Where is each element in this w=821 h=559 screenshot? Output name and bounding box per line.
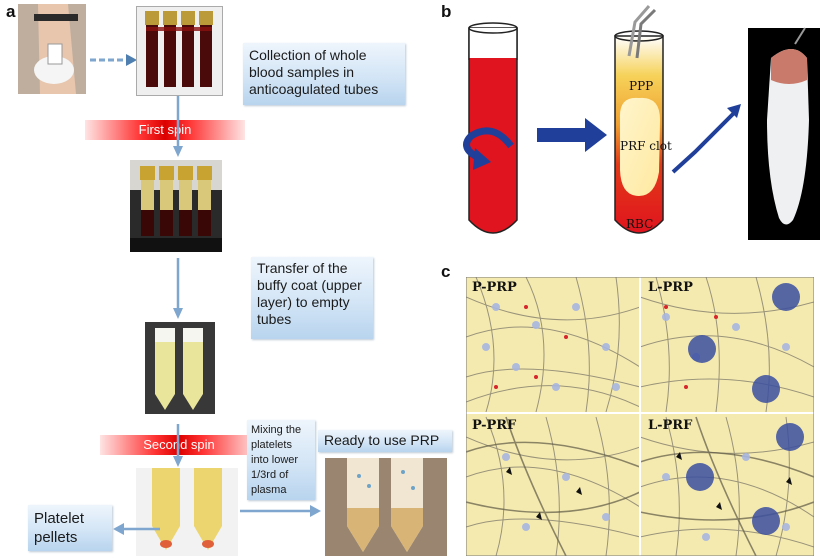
prf-clot-label: PRF clot [620,139,672,153]
first-spin-label: First spin [85,120,245,140]
panel-letter-a: a [6,2,16,21]
arrow-clot-to-photo [671,110,737,174]
arrow-down-1 [173,96,183,157]
arrow-to-pellets [113,523,160,535]
prf-clot-shape [619,97,661,196]
label-l-prf: L-PRF [648,418,693,433]
prp-prf-illustration: P-PRP L-PRP P-PRF L-PRF [466,277,814,556]
forceps-icon [627,5,651,57]
blood-draw-photo [18,4,86,94]
mixing-callout: Mixing the platelets into lower 1/3rd of… [247,420,315,500]
label-l-prp: L-PRP [648,280,693,295]
separated-tubes-photo [130,160,222,252]
label-p-prf: P-PRF [472,418,517,433]
prf-preparation-diagram: PPP PRF clot RBC [463,5,820,240]
arrow-draw-to-tubes [90,54,137,66]
rbc-label: RBC [626,217,653,231]
ready-prp-callout: Ready to use PRP [318,430,452,452]
ppp-label: PPP [629,79,653,93]
panel-letter-c: c [441,262,451,281]
arrow-down-3 [173,424,183,467]
arrow-down-2 [173,258,183,319]
plasma-tubes-photo [145,322,215,414]
collection-callout: Collection of whole blood samples in ant… [243,43,405,105]
arrow-to-ready [240,505,321,517]
pellet-tubes-photo [136,468,238,556]
platelet-pellets-callout: Platelet pellets [28,505,112,551]
whole-blood-tubes-photo [136,6,223,96]
transfer-callout: Transfer of the buffy coat (upper layer)… [251,257,373,339]
label-p-prp: P-PRP [472,280,517,295]
panel-letter-b: b [441,2,452,21]
ready-prp-photo [325,458,447,556]
arrow-spin-to-tube [537,128,587,142]
rotation-arrow [463,127,514,162]
